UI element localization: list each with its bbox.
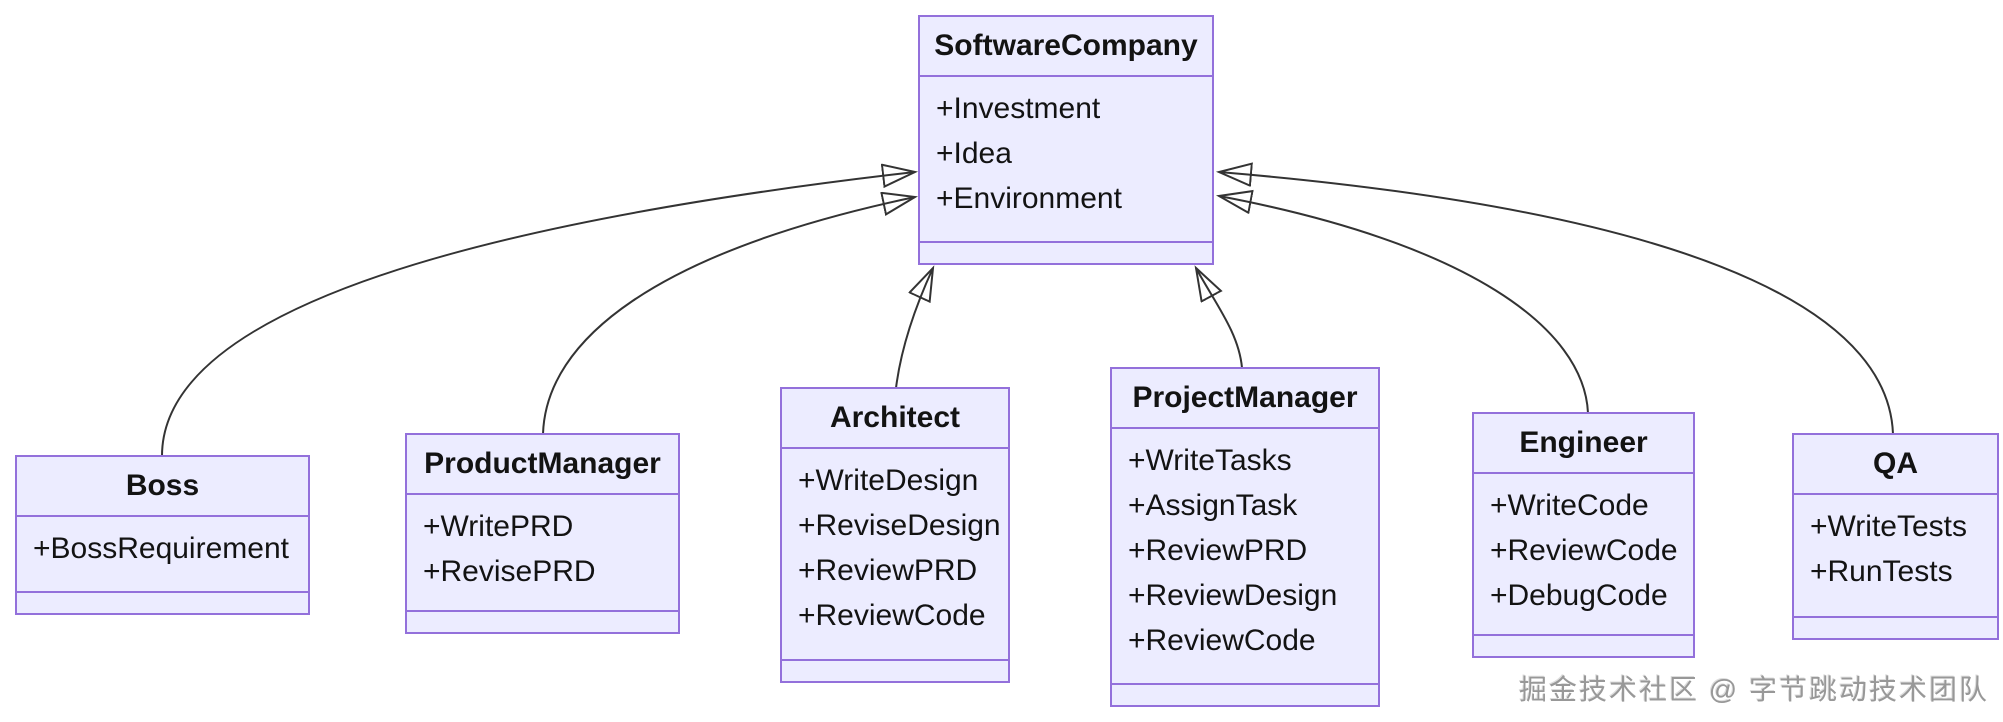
class-member: +WritePRD — [423, 510, 574, 543]
class-member: +ReviewCode — [1490, 534, 1678, 567]
class-title: ProductManager — [407, 435, 678, 495]
class-box-qa: QA +WriteTests +RunTests — [1792, 433, 1999, 640]
class-box-productmanager: ProductManager +WritePRD +RevisePRD — [405, 433, 680, 634]
class-box-boss: Boss +BossRequirement — [15, 455, 310, 615]
inheritance-edge-engineer-to-softwarecompany — [1219, 196, 1589, 414]
class-member: +ReviseDesign — [798, 509, 1001, 542]
class-methods-empty — [1794, 616, 1997, 638]
class-methods-empty — [407, 610, 678, 632]
class-member: +Environment — [936, 182, 1122, 215]
class-member: +ReviewDesign — [1128, 579, 1338, 612]
inheritance-edge-qa-to-softwarecompany — [1219, 172, 1894, 435]
class-title: SoftwareCompany — [920, 17, 1212, 77]
class-title: ProjectManager — [1112, 369, 1378, 429]
class-member: +WriteDesign — [798, 464, 979, 497]
class-member: +WriteCode — [1490, 489, 1649, 522]
class-box-projectmanager: ProjectManager +WriteTasks +AssignTask +… — [1110, 367, 1380, 707]
class-title: Architect — [782, 389, 1008, 449]
inheritance-edge-projectmanager-to-softwarecompany — [1196, 268, 1243, 369]
class-member: +ReviewCode — [798, 599, 986, 632]
class-methods-empty — [1112, 683, 1378, 705]
class-title: Boss — [17, 457, 308, 517]
class-member: +DebugCode — [1490, 579, 1668, 612]
class-member: +ReviewCode — [1128, 624, 1316, 657]
class-member: +ReviewPRD — [1128, 534, 1308, 567]
class-box-softwarecompany: SoftwareCompany +Investment +Idea +Envir… — [918, 15, 1214, 265]
class-member: +RevisePRD — [423, 555, 596, 588]
class-members: +BossRequirement — [17, 517, 308, 591]
class-box-engineer: Engineer +WriteCode +ReviewCode +DebugCo… — [1472, 412, 1695, 658]
class-title: Engineer — [1474, 414, 1693, 474]
class-members: +WriteDesign +ReviseDesign +ReviewPRD +R… — [782, 449, 1008, 659]
class-methods-empty — [1474, 634, 1693, 656]
class-member: +AssignTask — [1128, 489, 1298, 522]
class-members: +Investment +Idea +Environment — [920, 77, 1212, 241]
class-member: +BossRequirement — [33, 532, 289, 565]
class-members: +WritePRD +RevisePRD — [407, 495, 678, 610]
class-box-architect: Architect +WriteDesign +ReviseDesign +Re… — [780, 387, 1010, 683]
class-member: +WriteTasks — [1128, 444, 1292, 477]
class-member: +WriteTests — [1810, 510, 1967, 543]
watermark-text: 掘金技术社区 @ 字节跳动技术团队 — [1519, 674, 1989, 705]
class-members: +WriteTests +RunTests — [1794, 495, 1997, 616]
inheritance-edge-architect-to-softwarecompany — [895, 268, 933, 389]
class-member: +RunTests — [1810, 555, 1953, 588]
class-member: +ReviewPRD — [798, 554, 978, 587]
class-title: QA — [1794, 435, 1997, 495]
inheritance-edge-productmanager-to-softwarecompany — [542, 197, 915, 435]
class-member: +Idea — [936, 137, 1012, 170]
class-members: +WriteTasks +AssignTask +ReviewPRD +Revi… — [1112, 429, 1378, 683]
class-methods-empty — [17, 591, 308, 613]
class-members: +WriteCode +ReviewCode +DebugCode — [1474, 474, 1693, 634]
class-methods-empty — [782, 659, 1008, 681]
inheritance-edge-boss-to-softwarecompany — [161, 172, 915, 457]
class-member: +Investment — [936, 92, 1101, 125]
class-methods-empty — [920, 241, 1212, 263]
